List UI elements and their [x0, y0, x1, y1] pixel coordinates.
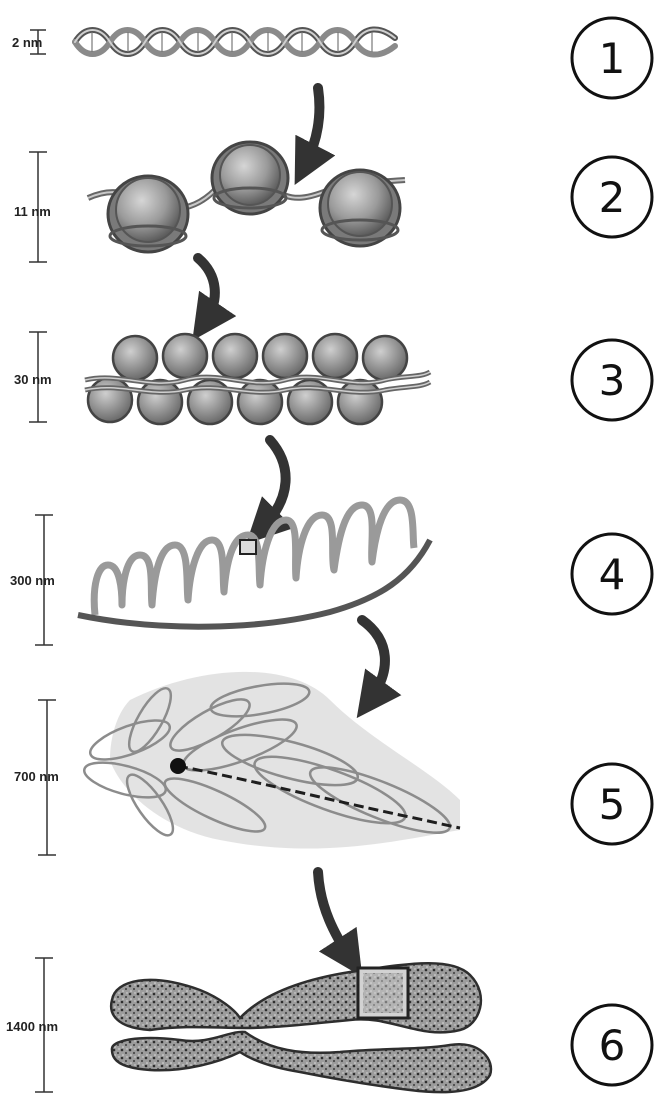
nucleosome-middle	[212, 142, 288, 214]
stage-number-badges: 1 2 3 4 5 6	[572, 18, 652, 1085]
arrow-1-to-2	[305, 88, 319, 165]
dna-helix-strands	[75, 29, 395, 54]
stage-badge-6: 6	[572, 1005, 652, 1085]
stage-badge-5: 5	[572, 764, 652, 844]
chromatid-lower	[112, 1032, 491, 1092]
stage-2-nucleosomes: 11 nm	[14, 142, 405, 262]
fiber-nucleosomes-bottom	[88, 378, 382, 424]
scaffold-center	[170, 758, 186, 774]
arrow-3-to-4	[262, 440, 286, 528]
loop-mesh-background	[110, 672, 460, 849]
arrow-2-to-3	[198, 258, 215, 322]
stage-5-condensed-chromatin: 700 nm	[14, 672, 460, 855]
scale-label-1: 2 nm	[12, 35, 42, 50]
stage-number-4: 4	[599, 550, 626, 599]
stage-1-dna-helix: 2 nm	[12, 29, 395, 54]
arrow-4-to-5	[362, 620, 385, 700]
zoom-box-fiber	[240, 540, 256, 554]
scale-label-2: 11 nm	[14, 204, 51, 219]
stage-number-3: 3	[599, 356, 626, 405]
stage-number-6: 6	[599, 1021, 626, 1070]
stage-badge-1: 1	[572, 18, 652, 98]
stage-badge-2: 2	[572, 157, 652, 237]
stage-number-2: 2	[599, 173, 626, 222]
arrow-5-to-6	[318, 872, 350, 958]
nucleosome-left	[108, 176, 188, 252]
stage-3-chromatin-fiber: 30 nm	[14, 332, 430, 424]
nucleosome-right	[320, 170, 400, 246]
stage-number-5: 5	[599, 780, 626, 829]
stage-badge-3: 3	[572, 340, 652, 420]
scale-label-4: 300 nm	[10, 573, 55, 588]
scale-label-5: 700 nm	[14, 769, 59, 784]
chromatid-upper	[111, 963, 481, 1032]
stage-number-1: 1	[599, 34, 626, 83]
scale-label-6: 1400 nm	[6, 1019, 58, 1034]
stage-badge-4: 4	[572, 534, 652, 614]
fiber-nucleosomes-top	[113, 334, 407, 380]
scale-label-3: 30 nm	[14, 372, 52, 387]
stage-6-metaphase-chromosome: 1400 nm	[6, 958, 491, 1092]
